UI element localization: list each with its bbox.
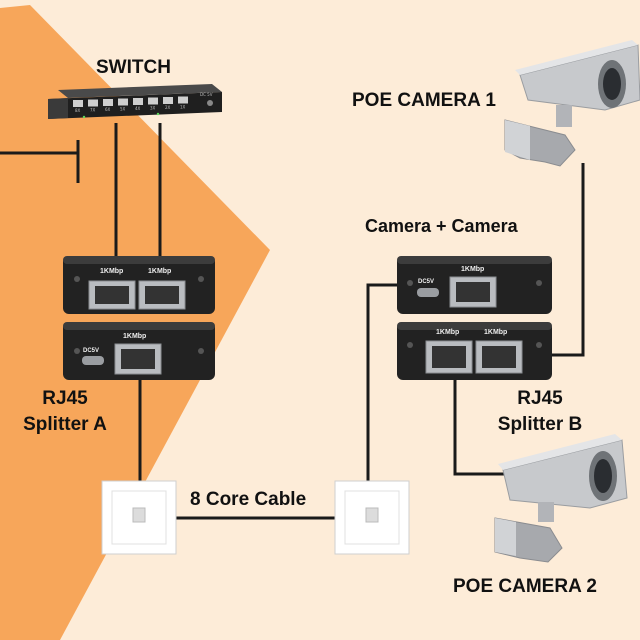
rj45-splitter-icon: DC5V 1KMbp — [63, 322, 215, 380]
switch-port-label: 4X — [135, 106, 141, 111]
camera2-label: POE CAMERA 2 — [453, 576, 597, 597]
port-speed-label: 1KMbp — [100, 268, 123, 275]
switch-port-label: 1X — [180, 105, 186, 110]
switch-port-label: 2X — [165, 105, 171, 110]
switch-port-label: 5X — [120, 107, 126, 112]
rj45-splitter-icon: DC5V 1KMbp — [397, 256, 552, 314]
splitter-b-label: RJ45 Splitter B — [485, 386, 595, 438]
port-speed-label: 1KMbp — [484, 329, 507, 336]
wall-faceplate-icon — [101, 480, 177, 555]
switch-port-label: 6X — [105, 107, 111, 112]
cable-label: 8 Core Cable — [190, 489, 307, 510]
dc-input-label: DC5V — [418, 279, 434, 285]
switch-port-label: 8X — [75, 108, 81, 113]
cable-camera1 — [552, 163, 585, 357]
cable-faceplate-splitter-b — [366, 283, 400, 482]
splitter-b-label-line2: Splitter B — [497, 414, 583, 435]
splitter-a-label-line1: RJ45 — [42, 388, 88, 409]
rj45-splitter-icon: 1KMbp 1KMbp — [63, 256, 215, 314]
cables — [0, 123, 585, 520]
cctv-camera-icon — [504, 40, 640, 167]
port-speed-label: 1KMbp — [461, 266, 484, 273]
splitter-a-label-line2: Splitter A — [23, 414, 107, 435]
port-speed-label: 1KMbp — [148, 268, 171, 275]
cctv-camera-icon — [494, 434, 628, 563]
switch-port-label: 7X — [90, 108, 96, 113]
splitter-b-label-line1: RJ45 — [517, 388, 563, 409]
wall-faceplate-icon — [334, 480, 410, 555]
switch-dc-label: DC 5V — [200, 92, 213, 97]
camera1-label: POE CAMERA 1 — [352, 90, 496, 111]
splitter-a-label: RJ45 Splitter A — [10, 386, 120, 438]
cable-camera2 — [453, 378, 508, 476]
port-speed-label: 1KMbp — [123, 333, 146, 340]
network-switch-icon: 8X 7X 6X 5X 4X 3X 2X 1X DC 5V — [48, 84, 222, 119]
rj45-splitter-icon: 1KMbp 1KMbp — [397, 322, 552, 380]
port-speed-label: 1KMbp — [436, 329, 459, 336]
camera-plus-camera-label: Camera + Camera — [365, 216, 518, 236]
dc-input-label: DC5V — [83, 348, 99, 354]
switch-port-label: 3X — [150, 106, 156, 111]
switch-label: SWITCH — [96, 57, 171, 78]
